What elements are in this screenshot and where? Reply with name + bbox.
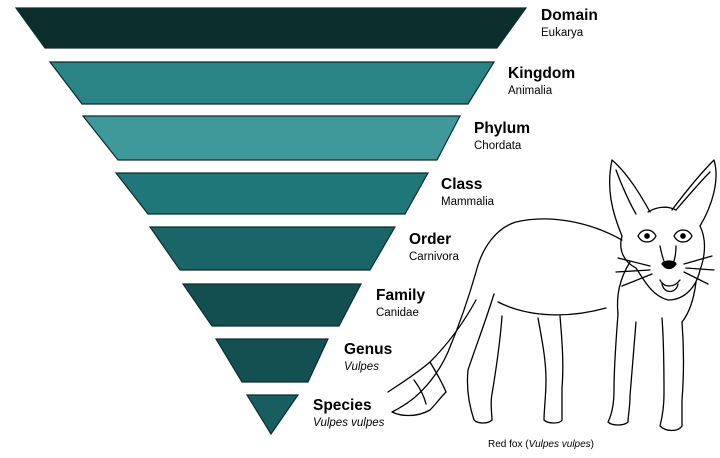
taxonomy-pyramid xyxy=(16,8,526,434)
caption-species: Vulpes vulpes xyxy=(529,439,591,450)
rank-name: Family xyxy=(376,288,425,304)
rank-value: Carnivora xyxy=(409,252,459,264)
pyramid-band-class xyxy=(116,173,428,214)
rank-value: Animalia xyxy=(508,86,575,98)
pyramid-band-kingdom xyxy=(50,62,494,104)
rank-value: Canidae xyxy=(376,308,425,320)
rank-name: Species xyxy=(313,398,384,414)
rank-value: Vulpes xyxy=(344,362,392,374)
pyramid-band-domain xyxy=(16,8,526,48)
pyramid-band-order xyxy=(150,227,395,270)
rank-name: Genus xyxy=(344,342,392,358)
rank-name: Class xyxy=(441,177,494,193)
red-fox-illustration xyxy=(388,160,716,431)
pyramid-band-phylum xyxy=(83,116,460,160)
pyramid-band-species xyxy=(247,395,298,434)
rank-value: Vulpes vulpes xyxy=(313,418,384,430)
illustration-caption: Red fox (Vulpes vulpes) xyxy=(488,439,594,450)
rank-value: Mammalia xyxy=(441,197,494,209)
rank-name: Kingdom xyxy=(508,66,575,82)
rank-name: Phylum xyxy=(474,121,530,137)
rank-name: Order xyxy=(409,232,459,248)
rank-name: Domain xyxy=(541,8,598,24)
caption-prefix: Red fox ( xyxy=(488,439,529,450)
pyramid-band-family xyxy=(183,284,361,326)
pyramid-band-genus xyxy=(216,339,328,382)
rank-value: Eukarya xyxy=(541,28,598,40)
caption-suffix: ) xyxy=(591,439,594,450)
rank-value: Chordata xyxy=(474,141,530,153)
